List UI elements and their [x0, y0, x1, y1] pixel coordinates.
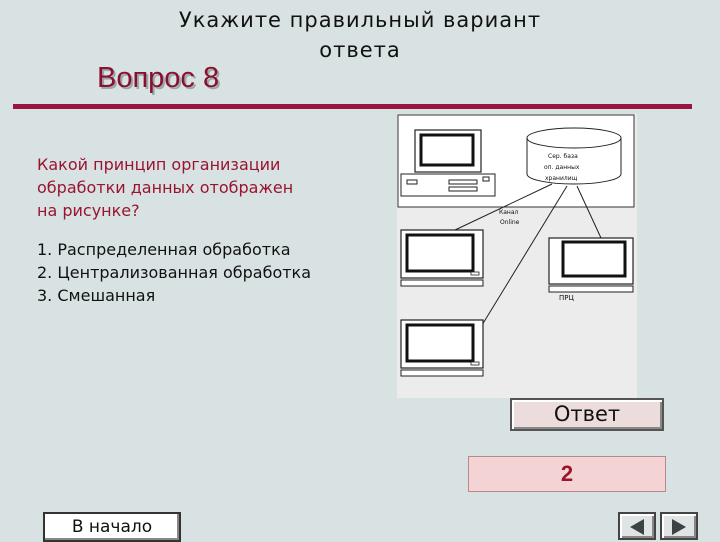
- triangle-right-icon: [672, 519, 686, 535]
- prompt-line: Какой принцип организации: [37, 155, 281, 174]
- link-line: [478, 185, 568, 331]
- computer-icon: [400, 129, 496, 197]
- answer-value: 2: [468, 456, 666, 492]
- option-1: 1. Распределенная обработка: [37, 240, 291, 259]
- divider: [13, 104, 692, 109]
- option-3: 3. Смешанная: [37, 286, 156, 305]
- link-line: [454, 183, 553, 231]
- instruction-line-1: Укажите правильный вариант: [178, 8, 542, 32]
- network-diagram: Сер. база оп. данных хранилищ Канал Onli…: [397, 114, 637, 398]
- question-prompt: Какой принцип организации обработки данн…: [37, 153, 367, 222]
- link-line: [576, 185, 602, 239]
- next-slide-button[interactable]: [660, 512, 698, 540]
- triangle-left-icon: [630, 519, 644, 535]
- instruction-line-2: ответа: [319, 38, 401, 62]
- question-title: Вопрос 8: [97, 62, 220, 94]
- db-label-line: хранилищ: [545, 175, 578, 182]
- options-list: 1. Распределенная обработка 2. Централиз…: [37, 238, 377, 307]
- prev-slide-button[interactable]: [618, 512, 656, 540]
- option-2: 2. Централизованная обработка: [37, 263, 312, 282]
- terminal-icon: [400, 229, 484, 287]
- terminal-label: ПРЦ: [559, 294, 574, 302]
- answer-button[interactable]: Ответ: [510, 398, 664, 431]
- link-label-line: Online: [500, 219, 520, 226]
- terminal-icon: [400, 319, 484, 377]
- link-label-line: Канал: [499, 209, 519, 216]
- home-button[interactable]: В начало: [43, 512, 181, 542]
- database-icon: [526, 127, 622, 185]
- db-label-line: оп. данных: [544, 164, 580, 171]
- prompt-line: обработки данных отображен: [37, 178, 294, 197]
- db-label-line: Сер. база: [548, 153, 578, 160]
- terminal-icon: [548, 237, 634, 293]
- prompt-line: на рисунке?: [37, 201, 140, 220]
